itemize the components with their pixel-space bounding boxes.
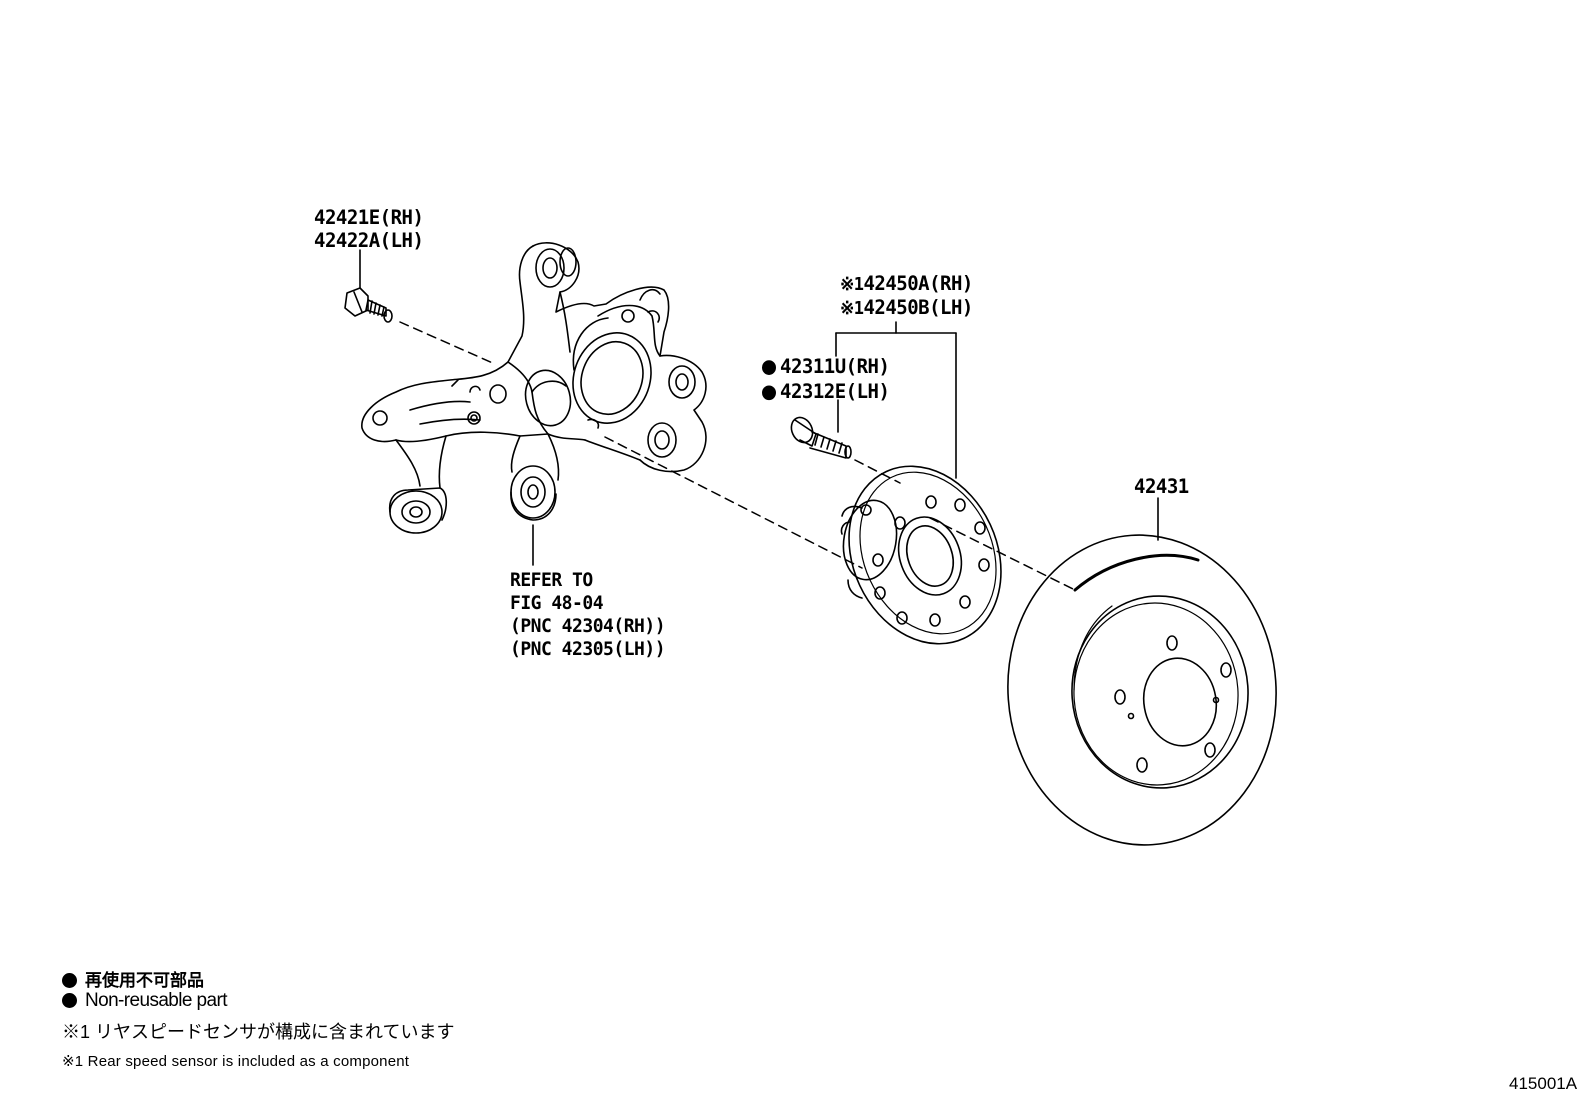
alignment-lines bbox=[399, 321, 1076, 591]
knuckle-ref-line3: (PNC 42304(RH)) bbox=[510, 615, 666, 638]
bolt-part-rh: 42421E(RH) bbox=[314, 206, 424, 230]
non-reusable-dot-icon bbox=[762, 360, 776, 375]
hub-assembly-part-rh: 42450A(RH) bbox=[863, 272, 973, 296]
bolt-part-lh: 42422A(LH) bbox=[314, 229, 424, 253]
bolt-callout: 42421E(RH) 42422A(LH) bbox=[314, 206, 424, 253]
brake-disc bbox=[1007, 534, 1277, 846]
hub-bolt-part-rh: 42311U(RH) bbox=[780, 355, 890, 379]
hub-bolt-part-lh: 42312E(LH) bbox=[780, 380, 890, 404]
disc-lug-holes bbox=[1114, 635, 1232, 773]
leader-lines bbox=[359, 249, 1159, 566]
non-reusable-dot-icon-2 bbox=[762, 385, 776, 401]
legend-note1-jp: ※1 リヤスピードセンサが構成に含まれています bbox=[62, 1022, 455, 1042]
non-reusable-legend-dot-icon-2 bbox=[62, 993, 77, 1008]
knuckle-ref-line2: FIG 48-04 bbox=[510, 592, 604, 615]
knuckle-ref-line4: (PNC 42305(LH)) bbox=[510, 638, 666, 661]
disc-part-number: 42431 bbox=[1134, 475, 1189, 499]
illustration-id: 415001A bbox=[1509, 1074, 1578, 1093]
knuckle-bolt bbox=[344, 287, 393, 323]
hub-assembly-note-mark: ※1 bbox=[840, 274, 864, 296]
rear-axle-carrier bbox=[361, 242, 707, 534]
hub-bolt-holes bbox=[872, 495, 990, 627]
legend-non-reusable-en: Non-reusable part bbox=[62, 990, 227, 1012]
disc-callout: 42431 bbox=[1134, 475, 1189, 498]
knuckle-reference-callout: REFER TO FIG 48-04 (PNC 42304(RH)) (PNC … bbox=[510, 569, 666, 661]
non-reusable-legend-dot-icon bbox=[62, 973, 77, 988]
hub-bolt bbox=[790, 416, 852, 459]
knuckle-ref-line1: REFER TO bbox=[510, 569, 593, 592]
hub-assembly-callout: ※142450A(RH) ※142450B(LH) bbox=[840, 272, 973, 320]
hub-bolt-callout: 42311U(RH) 42312E(LH) bbox=[762, 355, 890, 404]
hub-assembly-note-mark-2: ※1 bbox=[840, 298, 864, 320]
legend-non-reusable-jp: 再使用不可部品 bbox=[62, 966, 204, 991]
hub-assembly-part-lh: 42450B(LH) bbox=[863, 296, 973, 320]
legend-note1-en: ※1 Rear speed sensor is included as a co… bbox=[62, 1053, 410, 1070]
hub-assembly bbox=[840, 465, 1002, 645]
